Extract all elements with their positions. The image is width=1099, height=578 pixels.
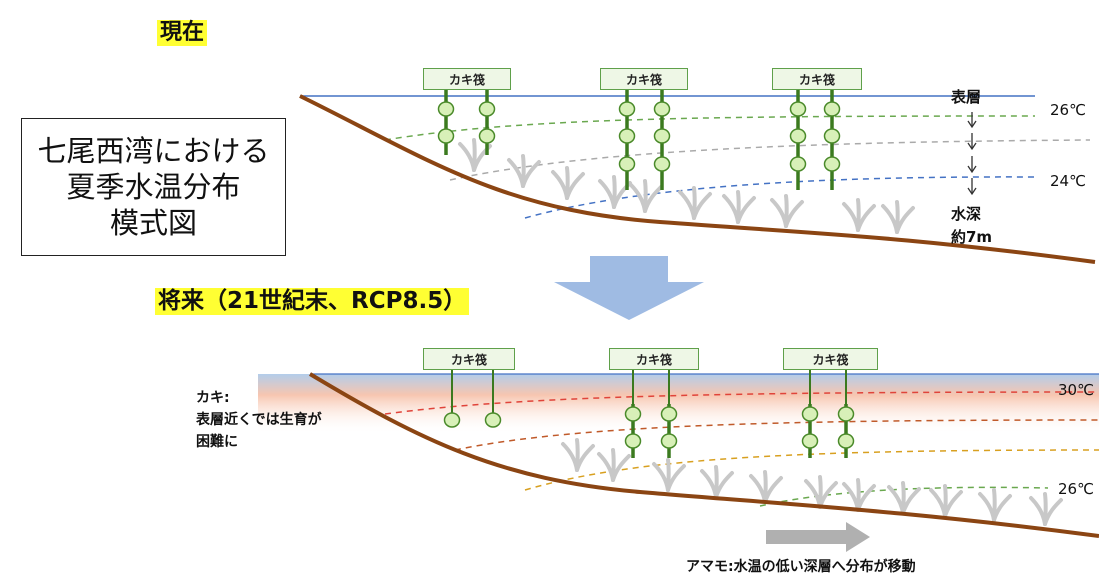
isotherm-future-2 bbox=[454, 419, 1099, 451]
title-line-3: 模式図 bbox=[109, 206, 197, 240]
warm-surface-layer bbox=[258, 374, 1099, 434]
depth-label: 水深 bbox=[951, 205, 982, 223]
eelgrass-future bbox=[561, 438, 1063, 526]
oyster-lines-present bbox=[437, 90, 841, 190]
depth-arrow bbox=[967, 112, 977, 196]
present-section bbox=[299, 90, 1096, 264]
isotherm-future-3 bbox=[524, 449, 1099, 491]
isotherm-mid bbox=[449, 139, 1091, 181]
raft-future-3: カキ筏 bbox=[783, 348, 878, 370]
depth-value: 約7m bbox=[951, 228, 993, 246]
future-label: 将来（21世紀末、RCP8.5） bbox=[155, 288, 470, 315]
title-line-2: 夏季水温分布 bbox=[66, 170, 241, 204]
seabed-present bbox=[299, 94, 1096, 264]
raft-future-2: カキ筏 bbox=[609, 348, 699, 370]
title-line-1: 七尾西湾における bbox=[37, 134, 270, 168]
raft-present-3: カキ筏 bbox=[772, 68, 862, 90]
temp-26-future: 26℃ bbox=[1058, 480, 1094, 498]
temp-30-future: 30℃ bbox=[1058, 381, 1094, 399]
transition-arrow bbox=[554, 256, 704, 320]
oyster-note-line-3: 困難に bbox=[196, 434, 238, 450]
temp-24-present: 24℃ bbox=[1050, 172, 1086, 190]
isotherm-26-future bbox=[759, 486, 1049, 507]
temp-26-present: 26℃ bbox=[1050, 101, 1086, 119]
oyster-note-line-1: カキ: bbox=[196, 390, 230, 406]
migration-arrow bbox=[766, 522, 870, 552]
raft-future-1: カキ筏 bbox=[423, 348, 515, 370]
oyster-lines-future bbox=[443, 370, 855, 458]
raft-present-2: カキ筏 bbox=[600, 68, 688, 90]
surface-label: 表層 bbox=[951, 88, 982, 106]
isotherm-30 bbox=[384, 391, 1099, 415]
eelgrass-present bbox=[458, 138, 915, 234]
eelgrass-note: アマモ:水温の低い深層へ分布が移動 bbox=[686, 559, 916, 575]
oyster-note-line-2: 表層近くでは生育が bbox=[196, 412, 322, 428]
diagram-title-box: 七尾西湾における 夏季水温分布 模式図 bbox=[21, 118, 286, 256]
future-section bbox=[258, 370, 1099, 552]
seabed-future bbox=[308, 372, 1099, 538]
isotherm-24 bbox=[524, 176, 1036, 219]
present-label: 現在 bbox=[157, 20, 208, 46]
raft-present-1: カキ筏 bbox=[423, 68, 511, 90]
